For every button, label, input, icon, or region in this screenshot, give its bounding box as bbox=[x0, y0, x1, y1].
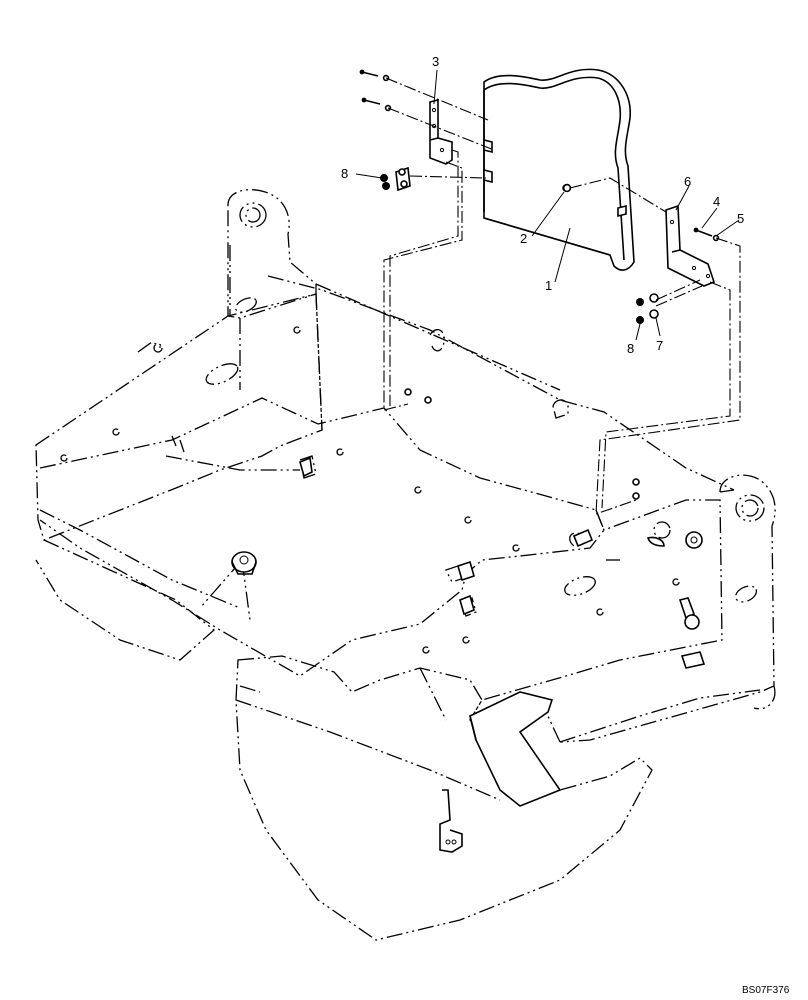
callout-6: 6 bbox=[684, 174, 691, 189]
callout-2: 2 bbox=[520, 231, 527, 246]
fasteners bbox=[359, 69, 720, 500]
callout-3: 3 bbox=[432, 54, 439, 69]
figure-code: BS07F376 bbox=[742, 985, 790, 996]
callout-5: 5 bbox=[737, 211, 744, 226]
bracket-right bbox=[665, 204, 715, 287]
leader-lines bbox=[355, 69, 740, 341]
callout-8-left: 8 bbox=[341, 166, 348, 181]
guard-panel bbox=[483, 68, 635, 271]
frame-hardware-solid bbox=[231, 456, 706, 853]
callout-7: 7 bbox=[656, 338, 663, 353]
callout-1: 1 bbox=[545, 278, 552, 293]
loader-frame-phantom bbox=[35, 189, 776, 941]
assembly-lines bbox=[383, 77, 741, 515]
callout-8-right: 8 bbox=[627, 341, 634, 356]
callout-4: 4 bbox=[713, 194, 720, 209]
bracket-left bbox=[429, 98, 453, 165]
callouts: 3 8 2 1 6 4 5 7 8 bbox=[341, 54, 744, 356]
